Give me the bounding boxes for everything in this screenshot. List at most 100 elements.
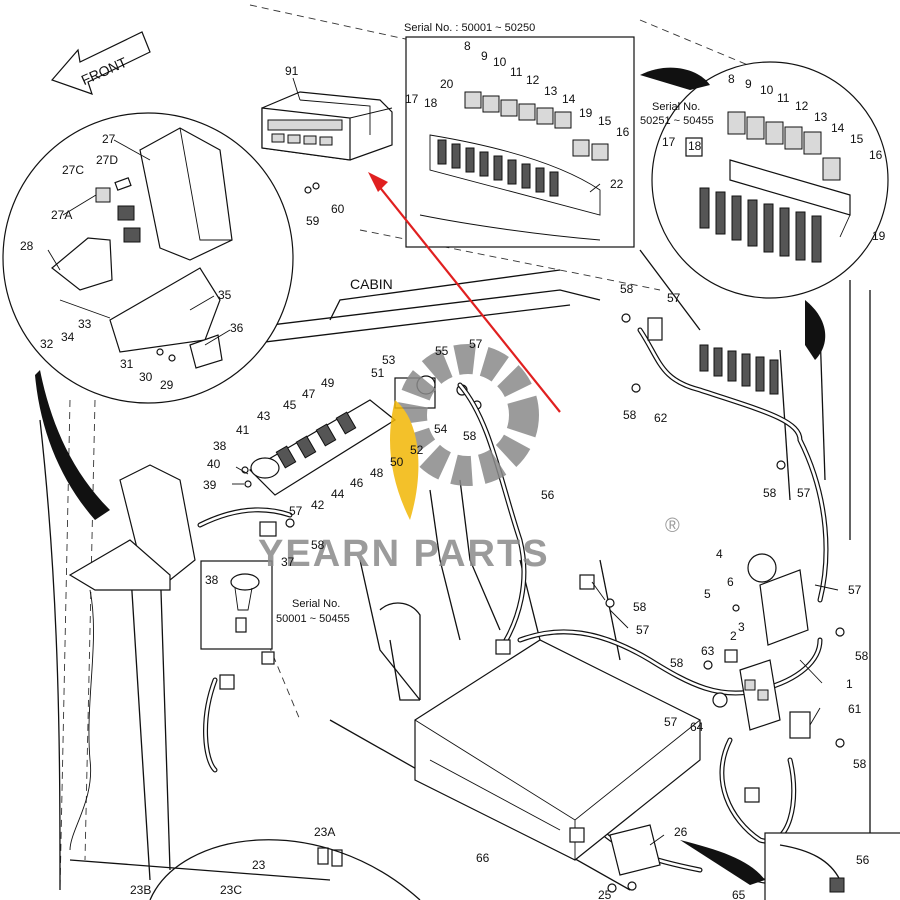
harness-cables bbox=[197, 327, 829, 884]
monitor-assembly bbox=[68, 464, 196, 851]
circle-inset-right bbox=[640, 61, 889, 360]
watermark-brand: YEARN PARTS bbox=[258, 533, 550, 575]
callout-50: 50 bbox=[390, 455, 404, 469]
callout-51: 51 bbox=[371, 366, 385, 380]
callout-11a: 11 bbox=[510, 65, 523, 79]
callout-31: 31 bbox=[120, 357, 134, 371]
callout-45: 45 bbox=[283, 398, 297, 412]
callout-91: 91 bbox=[285, 64, 299, 78]
callout-58e: 58 bbox=[763, 486, 777, 500]
callout-43: 43 bbox=[257, 409, 271, 423]
front-arrow: FRONT bbox=[50, 31, 151, 95]
callout-6: 6 bbox=[727, 575, 734, 589]
callout-58c: 58 bbox=[620, 282, 634, 296]
serial-note-a-prefix: Serial No. : bbox=[404, 22, 461, 34]
callout-22: 22 bbox=[610, 177, 624, 191]
callout-47: 47 bbox=[302, 387, 316, 401]
callout-58g: 58 bbox=[855, 649, 869, 663]
callout-12b: 12 bbox=[795, 99, 809, 113]
callout-41: 41 bbox=[236, 423, 250, 437]
callout-56a: 56 bbox=[541, 488, 555, 502]
serial-note-a-range: 50001 ~ 50250 bbox=[461, 22, 535, 34]
callout-34: 34 bbox=[61, 330, 75, 344]
callout-53: 53 bbox=[382, 353, 396, 367]
serial-note-b-range: 50251 ~ 50455 bbox=[640, 115, 714, 127]
pointer-arrow-head bbox=[368, 172, 388, 192]
callout-11b: 11 bbox=[777, 91, 790, 105]
callout-46: 46 bbox=[350, 476, 364, 490]
callout-59: 59 bbox=[306, 214, 320, 228]
gear-logo-icon bbox=[397, 344, 539, 486]
callout-57a: 57 bbox=[469, 337, 483, 351]
callout-61: 61 bbox=[848, 702, 862, 716]
callout-23: 23 bbox=[252, 858, 266, 872]
callout-13b: 13 bbox=[814, 110, 828, 124]
callout-30: 30 bbox=[139, 370, 153, 384]
callout-4: 4 bbox=[716, 547, 723, 561]
callout-58f: 58 bbox=[633, 600, 647, 614]
callout-38b: 38 bbox=[205, 573, 219, 587]
callout-3: 3 bbox=[738, 620, 745, 634]
callout-16a: 16 bbox=[616, 125, 630, 139]
fuse-strip-a bbox=[437, 139, 559, 197]
flame-logo-icon bbox=[390, 400, 419, 520]
callout-14a: 14 bbox=[562, 92, 576, 106]
callout-27c: 27C bbox=[62, 163, 84, 177]
callout-52: 52 bbox=[410, 443, 424, 457]
callout-23c: 23C bbox=[220, 883, 242, 897]
relay-row-b bbox=[727, 111, 841, 181]
watermark: YEARN PARTS ® bbox=[258, 344, 680, 575]
serial-note-b-prefix: Serial No. bbox=[652, 101, 700, 113]
callout-33: 33 bbox=[78, 317, 92, 331]
bottom-parts bbox=[149, 824, 900, 900]
callout-9b: 9 bbox=[745, 77, 752, 91]
cabin-label: CABIN bbox=[350, 276, 393, 292]
callout-40: 40 bbox=[207, 457, 221, 471]
serial-note-c-range: 50001 ~ 50455 bbox=[276, 613, 350, 625]
controller-box bbox=[414, 639, 701, 861]
callout-54: 54 bbox=[434, 422, 448, 436]
callout-63: 63 bbox=[701, 644, 715, 658]
pointer-arrow-line bbox=[377, 184, 561, 413]
callout-27a: 27A bbox=[51, 208, 72, 222]
relay-row-a bbox=[464, 91, 609, 161]
callout-5: 5 bbox=[704, 587, 711, 601]
frame-fuse-box bbox=[647, 317, 779, 395]
callout-42: 42 bbox=[311, 498, 325, 512]
callout-8b: 8 bbox=[728, 72, 735, 86]
callout-18a: 18 bbox=[424, 96, 438, 110]
callout-37: 37 bbox=[281, 555, 295, 569]
callout-23a: 23A bbox=[314, 825, 335, 839]
callout-58d: 58 bbox=[623, 408, 637, 422]
callout-27d: 27D bbox=[96, 153, 118, 167]
callout-57f: 57 bbox=[636, 623, 650, 637]
callout-10b: 10 bbox=[760, 83, 774, 97]
callout-1: 1 bbox=[846, 677, 853, 691]
callout-23b: 23B bbox=[130, 883, 151, 897]
callout-19b: 19 bbox=[872, 229, 886, 243]
callout-55: 55 bbox=[435, 344, 449, 358]
relay-pack bbox=[712, 553, 811, 739]
callout-14b: 14 bbox=[831, 121, 845, 135]
callout-2: 2 bbox=[730, 629, 737, 643]
circle-inset-left bbox=[2, 112, 294, 520]
callout-56b: 56 bbox=[856, 853, 870, 867]
callout-15b: 15 bbox=[850, 132, 864, 146]
callout-58i: 58 bbox=[853, 757, 867, 771]
inset-speaker bbox=[200, 560, 273, 650]
callout-60: 60 bbox=[331, 202, 345, 216]
callout-62: 62 bbox=[654, 411, 668, 425]
leader-lines bbox=[47, 77, 851, 846]
callout-9a: 9 bbox=[481, 49, 488, 63]
callout-32: 32 bbox=[40, 337, 54, 351]
callout-35: 35 bbox=[218, 288, 232, 302]
callout-57b: 57 bbox=[289, 504, 303, 518]
callout-36: 36 bbox=[230, 321, 244, 335]
radio-unit bbox=[261, 91, 426, 194]
callout-15a: 15 bbox=[598, 114, 612, 128]
callout-8a: 8 bbox=[464, 39, 471, 53]
callout-27: 27 bbox=[102, 132, 116, 146]
pointer-arrow bbox=[368, 172, 561, 413]
callout-19a: 19 bbox=[579, 106, 593, 120]
